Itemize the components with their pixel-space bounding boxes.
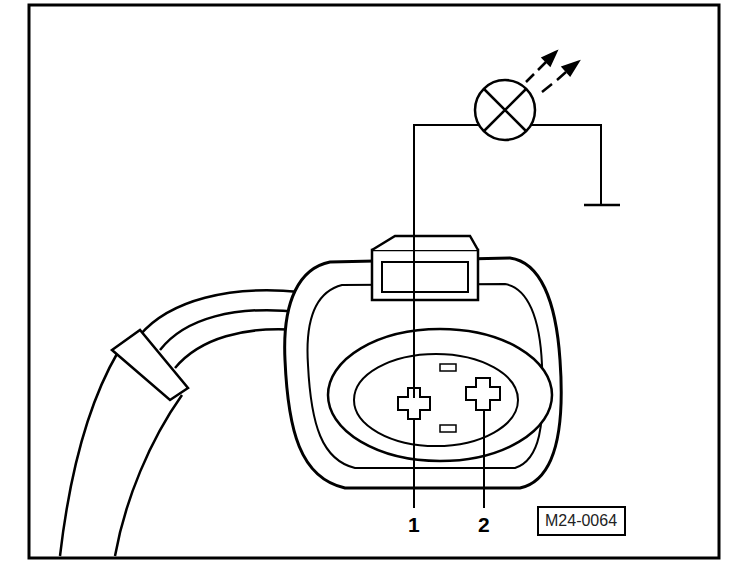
light-rays — [526, 52, 578, 92]
callout-number: 2 — [476, 513, 492, 537]
leader-lines — [414, 410, 484, 508]
figure-code-box: M24-0064 — [537, 506, 626, 536]
connector-housing — [285, 236, 562, 488]
cable — [60, 290, 300, 556]
test-lamp-wiring — [414, 80, 620, 398]
figure-code: M24-0064 — [545, 512, 617, 530]
frame — [29, 5, 719, 558]
callout-number: 1 — [406, 513, 422, 537]
